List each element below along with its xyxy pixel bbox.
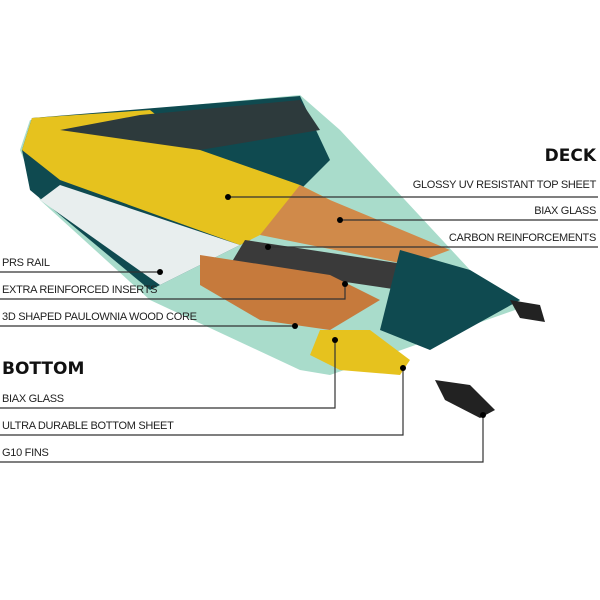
carbon-strip (60, 100, 320, 150)
deck-label-carbon: CARBON REINFORCEMENTS (448, 232, 596, 244)
fin-1 (510, 300, 545, 322)
leader-lines (0, 196, 598, 463)
bottom-label-biax-glass: BIAX GLASS (2, 393, 64, 405)
label-wood-core: 3D SHAPED PAULOWNIA WOOD CORE (2, 311, 197, 323)
deck-label-biax-glass: BIAX GLASS (534, 205, 596, 217)
white-glass (40, 185, 240, 285)
label-inserts: EXTRA REINFORCED INSERTS (2, 284, 158, 296)
bottom-sheet-teal (380, 250, 520, 350)
wood-core (200, 255, 380, 330)
top-sheet-yellow (22, 110, 330, 245)
fin-2 (435, 380, 495, 418)
biax-wood-top (260, 185, 450, 265)
bottom-label-fins: G10 FINS (2, 447, 49, 459)
deck-label-top-sheet: GLOSSY UV RESISTANT TOP SHEET (412, 179, 597, 191)
bottom-heading: BOTTOM (2, 359, 85, 379)
bottom-label-bottom-sheet: ULTRA DURABLE BOTTOM SHEET (2, 420, 174, 432)
carbon-reinforcement (230, 240, 410, 290)
deck-heading: DECK (544, 146, 596, 166)
leader-dots (157, 194, 486, 418)
label-prs-rail: PRS RAIL (2, 257, 50, 269)
kiteboard-illustration (20, 95, 545, 418)
